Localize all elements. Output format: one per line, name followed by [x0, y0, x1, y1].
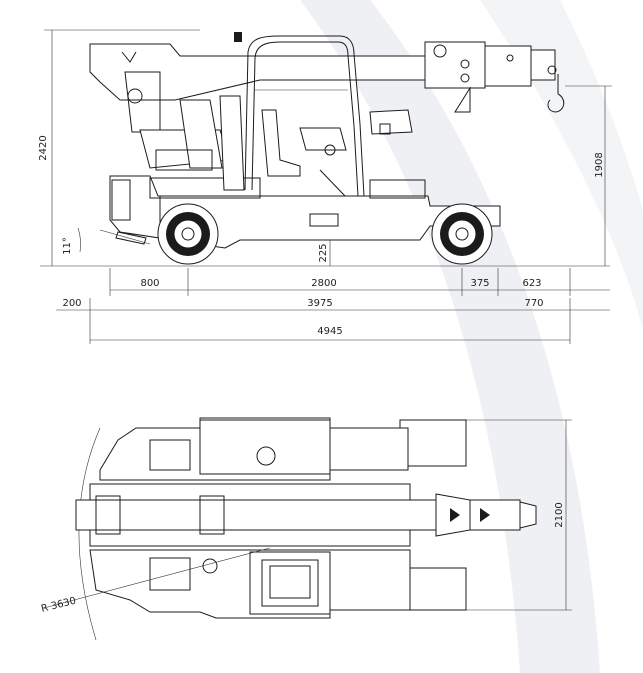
width-total-label: 2100	[554, 502, 565, 527]
upper-rear-wheel	[399, 419, 467, 467]
dim-height-total: 2420	[38, 29, 200, 266]
angle-label: 11°	[62, 237, 73, 255]
lower-rear-wheel	[399, 567, 467, 611]
dim-row-3: 4945	[90, 326, 570, 341]
dim-row-1: 800 2800 375 623	[109, 268, 610, 296]
rear-hook-offset-label: 375	[470, 278, 489, 289]
operator-seat	[261, 109, 426, 199]
height-hook-label: 1908	[594, 152, 605, 177]
rear-offset-label: 623	[522, 278, 541, 289]
boom-top	[75, 493, 537, 537]
dim-ground-clearance: 225	[318, 240, 331, 266]
wheelbase-label: 2800	[311, 278, 336, 289]
front-overhang-label: 800	[140, 278, 159, 289]
rear-length-label: 770	[524, 298, 543, 309]
main-length-label: 3975	[307, 298, 332, 309]
rear-wheel	[431, 203, 493, 265]
turn-radius-label: R 3630	[40, 596, 77, 615]
ground-clearance-label: 225	[318, 243, 329, 262]
boom-cylinder	[139, 95, 245, 191]
dim-row-2: 200 3975 770	[56, 298, 610, 344]
top-view: 2100 R 3630	[40, 417, 572, 641]
left-margin-label: 200	[62, 298, 81, 309]
beacon	[234, 32, 242, 42]
boom	[89, 41, 557, 133]
dim-height-hook: 1908	[565, 85, 612, 266]
front-step	[99, 229, 151, 245]
front-wheel	[157, 203, 219, 265]
side-view: 2420 1908 11° 225 800 2800 375	[38, 29, 612, 344]
height-total-label: 2420	[38, 135, 49, 160]
total-length-label: 4945	[317, 326, 342, 337]
dim-angle: 11°	[62, 227, 81, 255]
cab-frame	[244, 35, 365, 197]
dim-width-total: 2100	[466, 419, 572, 611]
upper-body	[99, 417, 409, 481]
hook	[547, 74, 565, 113]
